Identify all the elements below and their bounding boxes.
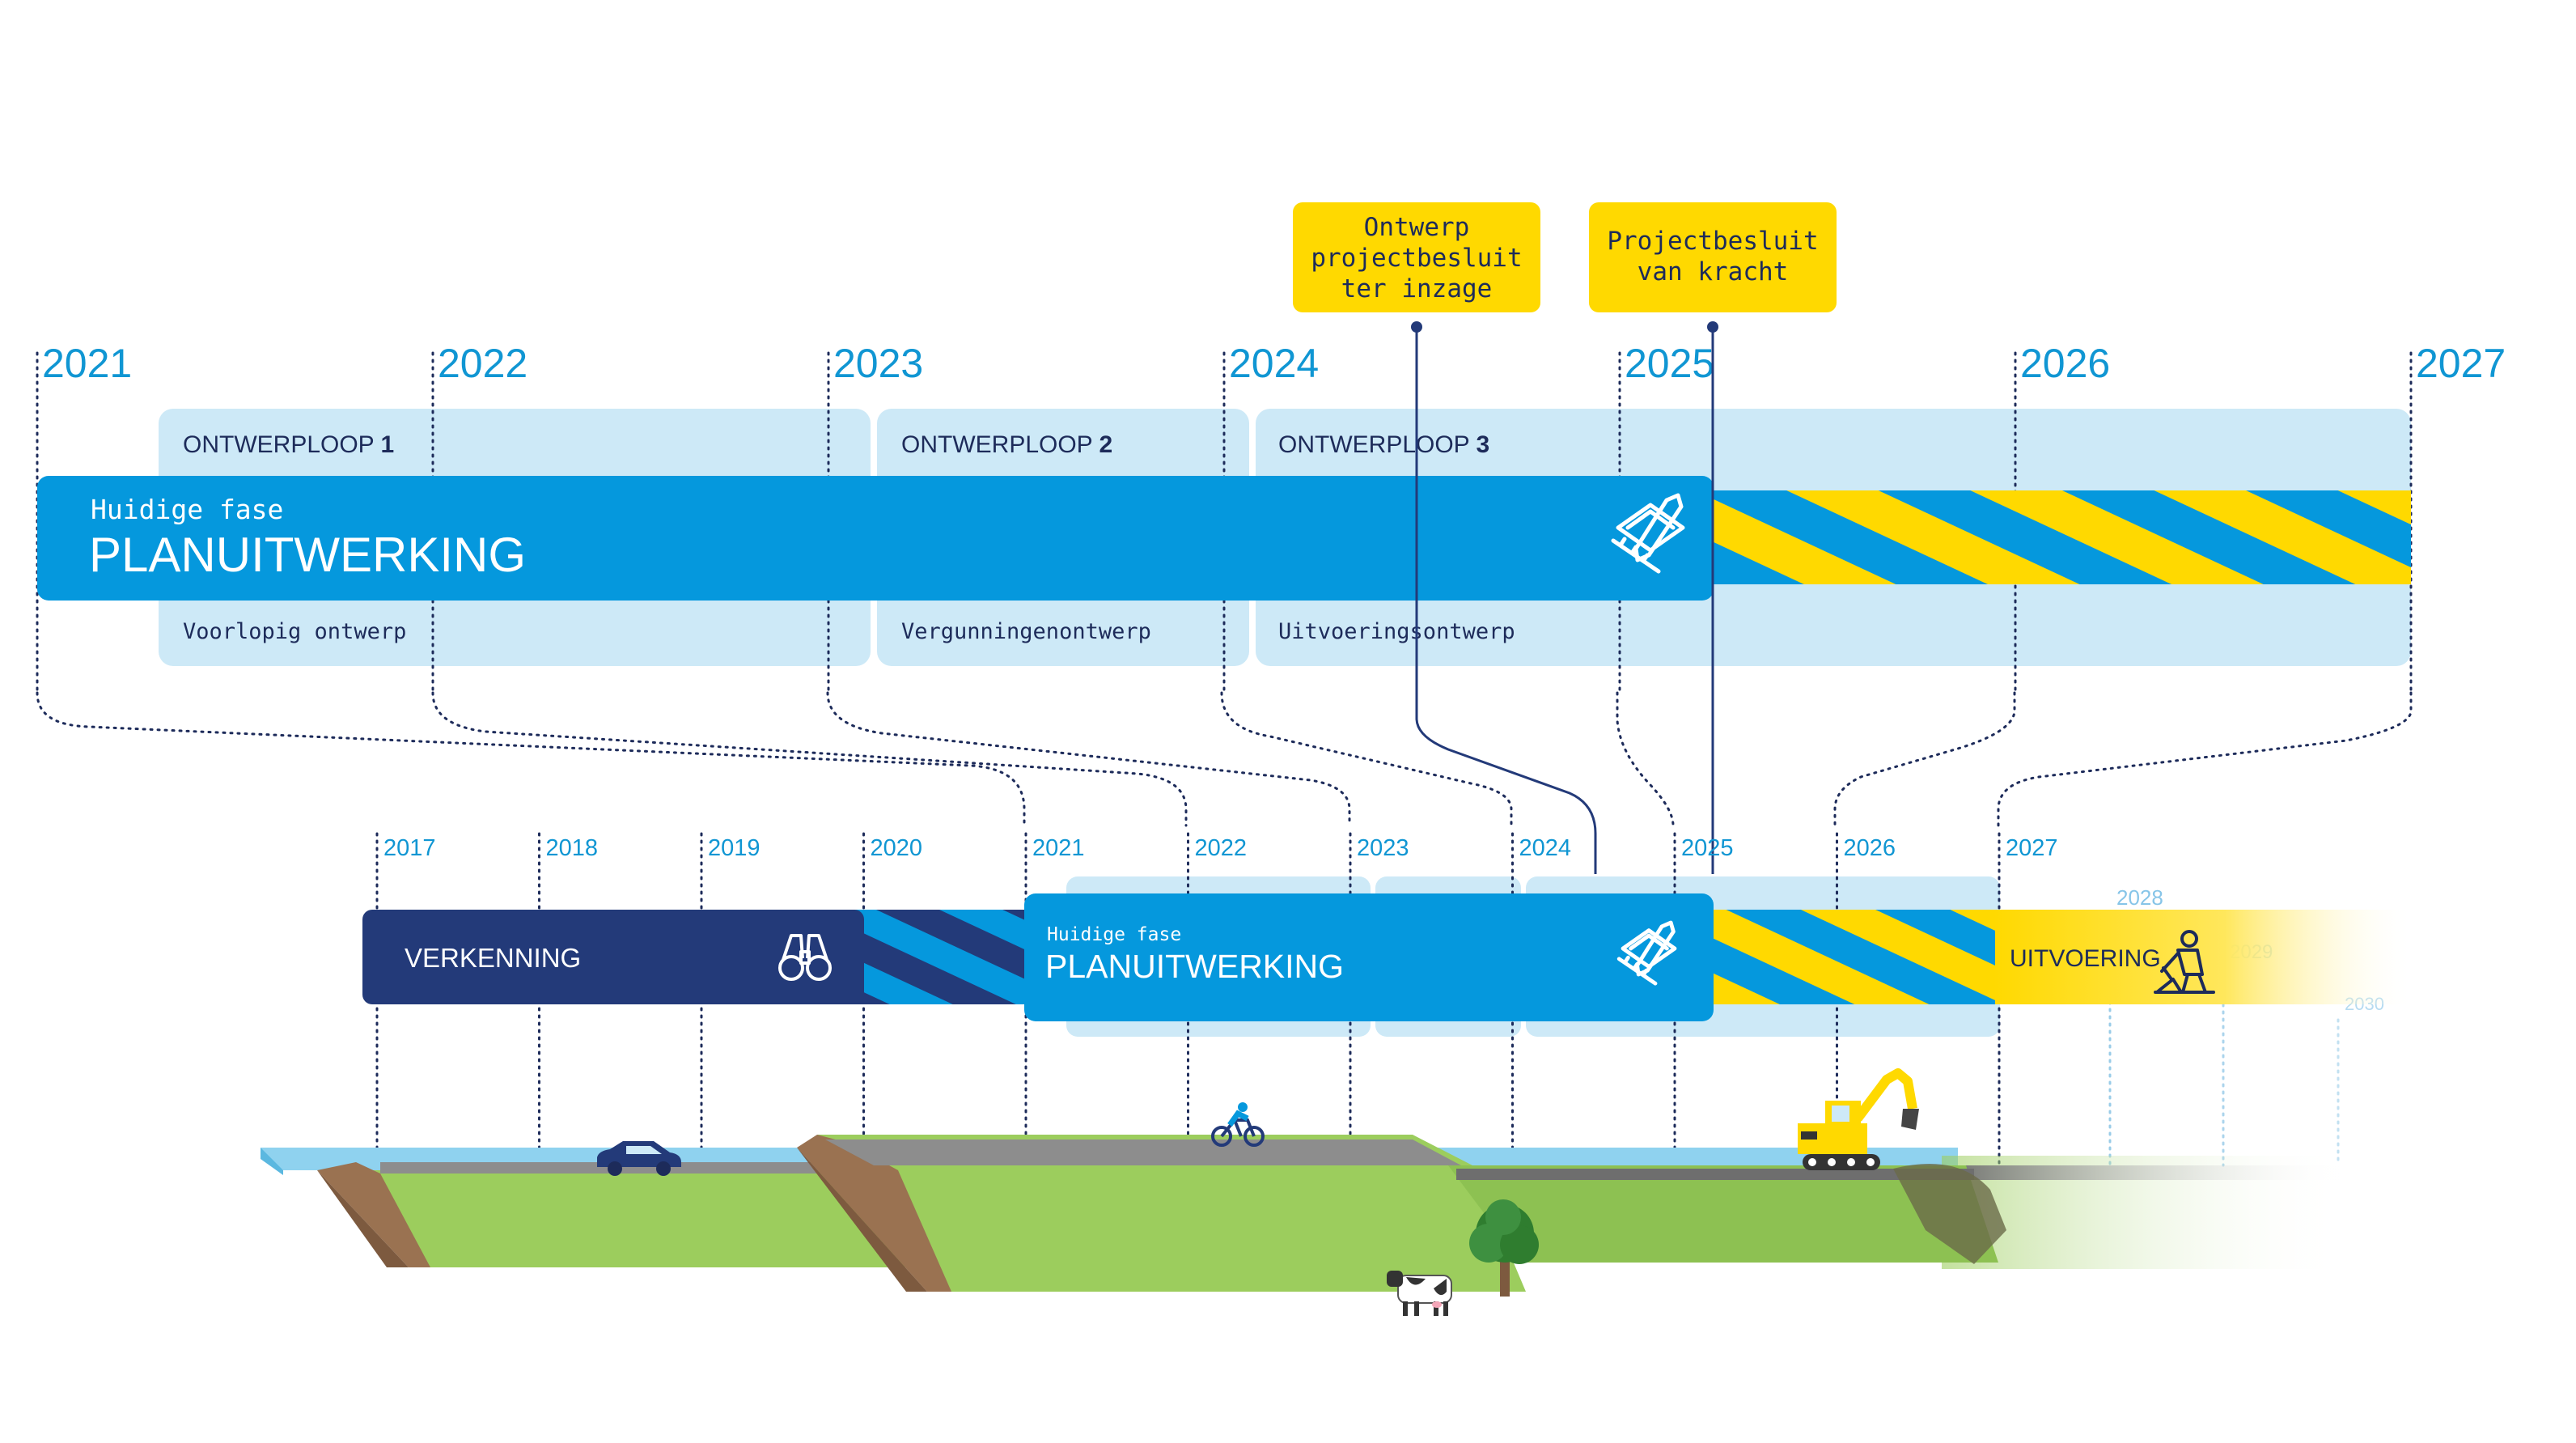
bottom-year-label-2018: 2018: [546, 835, 599, 861]
connector-2022: [431, 691, 1188, 827]
dike-left: [317, 1162, 430, 1267]
connector-2023: [826, 691, 1351, 827]
loop-label-1: ONTWERPLOOP 1: [183, 431, 394, 458]
design-tools-icon: [1616, 920, 1677, 986]
construction-worker-icon: [2154, 930, 2215, 994]
top-year-label-2022: 2022: [438, 341, 527, 386]
bottom-timeline: 2017 2018 2019 2020 2021 2022 2023 2024 2025 2026…: [362, 832, 2414, 1167]
road-right: [1456, 1169, 1974, 1180]
earth-mound: [1893, 1163, 2006, 1264]
bottom-year-label-2025: 2025: [1681, 835, 1734, 861]
connector-2027: [1997, 691, 2413, 827]
verkenning-label: VERKENNING: [405, 943, 581, 973]
verkenning-bar: [362, 910, 864, 1004]
top-year-label-2025: 2025: [1625, 341, 1714, 386]
top-year-label-2023: 2023: [833, 341, 923, 386]
connector-2025: [1616, 691, 1675, 827]
top-timeline: 2021 2022 2023 2024 2025 2026 2027 ONTWERPLOOP…: [36, 341, 2506, 694]
connector-2021: [36, 691, 1026, 827]
bottom-year-label-2024: 2024: [1519, 835, 1572, 861]
tree-icon: [1469, 1199, 1539, 1297]
loop-sub-1: Voorlopig ontwerp: [183, 619, 406, 644]
dike-slope-middle: [797, 1135, 951, 1292]
top-year-label-2027: 2027: [2416, 341, 2506, 386]
dike-body: [817, 1135, 1526, 1292]
bottom-phase-title: PLANUITWERKING: [1045, 948, 1344, 985]
cow-icon: [1387, 1271, 1452, 1316]
bottom-year-label-2022: 2022: [1195, 835, 1248, 861]
loop-label-3: ONTWERPLOOP 3: [1278, 431, 1489, 458]
top-phase-bar: [37, 476, 1714, 601]
top-year-label-2026: 2026: [2020, 341, 2110, 386]
bottom-year-label-2021: 2021: [1032, 835, 1085, 861]
faded-year-label-2028: 2028: [2116, 885, 2163, 910]
connector-2026: [1833, 691, 2016, 827]
road-left: [380, 1162, 833, 1173]
bottom-year-label-2019: 2019: [708, 835, 761, 861]
bottom-phase-bar: [1024, 893, 1714, 1021]
milestone-line-ontwerp: [1415, 327, 1597, 874]
car-icon: [597, 1141, 681, 1176]
year-connectors: [36, 691, 2413, 827]
top-phase-caption: Huidige fase: [91, 494, 283, 525]
land-right: [1448, 1165, 1998, 1263]
bottom-year-label-2027: 2027: [2006, 835, 2058, 861]
loop-label-2: ONTWERPLOOP 2: [901, 431, 1112, 458]
loop-sub-2: Vergunningenontwerp: [901, 619, 1151, 644]
bottom-striped-future: [1699, 910, 1995, 1004]
design-tools-icon: [1611, 493, 1685, 574]
bottom-year-label-2023: 2023: [1357, 835, 1409, 861]
excavator-icon: [1798, 1068, 1919, 1170]
loop-sub-3: Uitvoeringsontwerp: [1278, 619, 1515, 644]
landscape-illustration: [261, 1068, 2346, 1316]
top-phase-title: PLANUITWERKING: [89, 528, 526, 582]
milestone-box-projectbesluit: [1589, 202, 1837, 312]
land-left: [324, 1170, 945, 1267]
bottom-year-label-2017: 2017: [383, 835, 436, 861]
bottom-year-label-2026: 2026: [1844, 835, 1896, 861]
milestone-box-ontwerp: [1293, 202, 1540, 312]
bottom-year-label-2020: 2020: [871, 835, 923, 861]
cyclist-icon: [1211, 1102, 1265, 1147]
uitvoering-label: UITVOERING: [2010, 945, 2161, 972]
top-year-label-2021: 2021: [42, 341, 132, 386]
binoculars-icon: [778, 934, 832, 981]
road-dike: [825, 1140, 1461, 1165]
top-year-label-2024: 2024: [1229, 341, 1319, 386]
connector-2024: [1220, 691, 1513, 827]
bottom-phase-caption: Huidige fase: [1047, 924, 1181, 945]
top-striped-future: [1699, 490, 2411, 584]
